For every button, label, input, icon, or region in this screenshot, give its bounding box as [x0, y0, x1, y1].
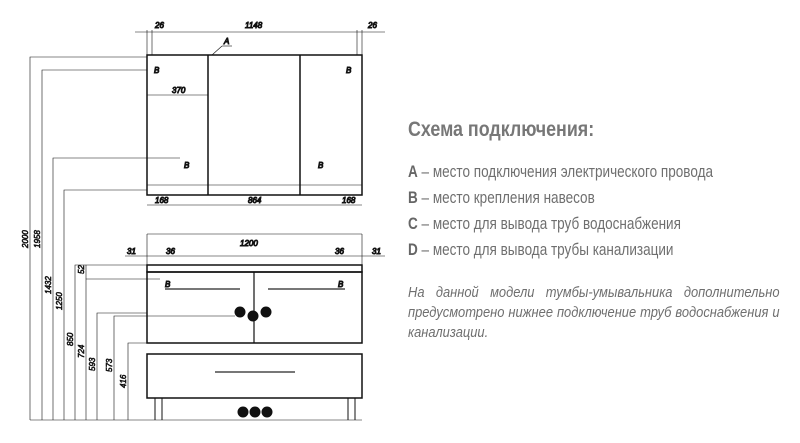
- marker-b: B: [184, 161, 190, 170]
- marker-b: B: [154, 66, 160, 75]
- marker-d: D: [251, 314, 256, 321]
- dim-bottom-right: 168: [342, 196, 356, 205]
- dim-height-724: 724: [77, 344, 86, 358]
- dim-height-1432: 1432: [44, 276, 53, 294]
- dim-mirror-left: 26: [154, 21, 164, 30]
- legend-item-d: D – место для вывода трубы канализации: [408, 241, 674, 259]
- vanity-cabinet: 1200 31 36 36 31 B B C D C: [125, 233, 385, 344]
- dim-height-2000: 2000: [21, 230, 30, 249]
- dim-height-1958: 1958: [33, 230, 42, 248]
- mirror-cabinet: 26 1148 26 370 168 864 168 A B B B B: [135, 21, 385, 206]
- dim-height-1250: 1250: [55, 292, 64, 310]
- legend-item-b: B – место крепления навесов: [408, 189, 595, 207]
- marker-a: A: [223, 37, 229, 46]
- dim-vanity-width: 1200: [240, 239, 258, 248]
- drawer-unit: C D C: [146, 353, 363, 420]
- dim-height-573: 573: [105, 358, 114, 372]
- dim-left-31: 31: [127, 247, 136, 256]
- dim-height-850: 850: [66, 332, 75, 346]
- dim-right-31: 31: [372, 247, 381, 256]
- marker-b: B: [165, 280, 171, 289]
- marker-b: B: [346, 66, 352, 75]
- dim-height-416: 416: [119, 374, 128, 388]
- marker-c: C: [238, 310, 244, 317]
- marker-c: C: [264, 310, 270, 317]
- connection-legend-panel: Схема подключения: A – место подключения…: [408, 118, 780, 343]
- dim-mirror-width: 1148: [245, 21, 263, 30]
- dim-bottom-left: 168: [155, 196, 169, 205]
- legend-list: A – место подключения электрического про…: [408, 159, 780, 263]
- legend-item-a: A – место подключения электрического про…: [408, 163, 714, 181]
- legend-title: Схема подключения:: [408, 118, 595, 141]
- legend-item-c: C – место для вывода труб водоснабжения: [408, 215, 681, 233]
- dim-mirror-right: 26: [367, 21, 377, 30]
- note-text: На данной модели тумбы-умывальника допол…: [408, 284, 780, 341]
- dim-bottom-mid: 864: [248, 196, 262, 205]
- dim-right-36: 36: [335, 247, 344, 256]
- dim-height-52: 52: [77, 265, 86, 274]
- marker-c: C: [265, 410, 271, 417]
- height-dimensions: 2000 1958 1432 1250 850 724 593 573 416 …: [21, 56, 362, 421]
- dim-shelf: 370: [172, 86, 186, 95]
- marker-d: D: [253, 410, 258, 417]
- marker-c: C: [241, 410, 247, 417]
- dim-height-593: 593: [88, 357, 97, 371]
- marker-b: B: [318, 161, 324, 170]
- marker-b: B: [338, 280, 344, 289]
- dim-left-36: 36: [166, 247, 175, 256]
